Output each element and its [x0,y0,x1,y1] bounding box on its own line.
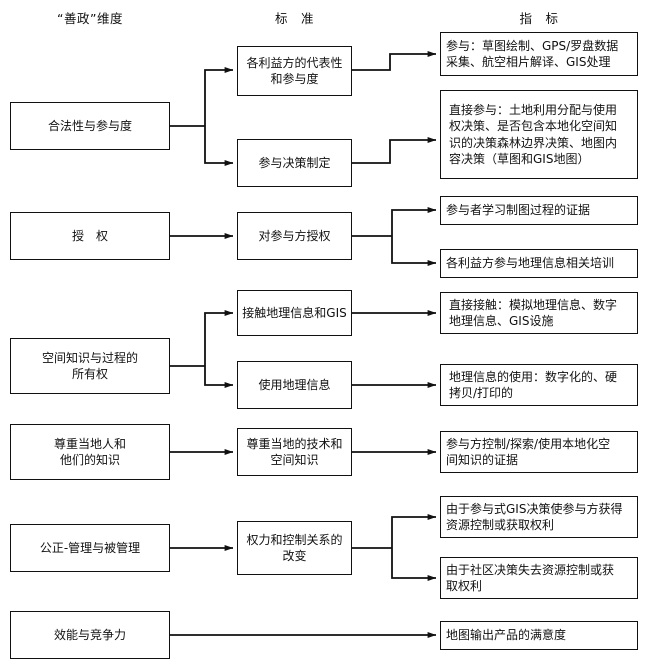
criteria-label-decision: 参与决策制定 [258,155,331,170]
criteria-label-power-change: 权力和控制关系的改变 [246,532,343,563]
indicator-label-participation: 参与：草图绘制、GPS/罗盘数据采集、航空相片解译、GIS处理 [446,38,619,69]
indicator-box-participation[interactable]: 参与：草图绘制、GPS/罗盘数据采集、航空相片解译、GIS处理 [440,32,638,76]
indicator-box-map-satisfy[interactable]: 地图输出产品的满意度 [440,621,638,650]
indicator-box-direct-access[interactable]: 直接接触：模拟地理信息、数字地理信息、GIS设施 [440,292,638,334]
indicator-label-direct-access: 直接接触：模拟地理信息、数字地理信息、GIS设施 [449,297,618,328]
dimension-box-legitimacy[interactable]: 合法性与参与度 [10,102,170,150]
wire-empower-to-training [391,236,437,267]
indicator-label-lose-resource: 由于社区决策失去资源控制或获取权利 [446,562,615,593]
dimension-label-equity: 公正-管理与被管理 [39,540,141,555]
dimension-box-respect[interactable]: 尊重当地人和他们的知识 [10,424,170,480]
criteria-box-representation[interactable]: 各利益方的代表性和参与度 [237,46,352,96]
wire-legitimacy-to-decision [204,126,234,167]
indicator-box-direct-part[interactable]: 直接参与：土地利用分配与使用权决策、是否包含本地化空间知识的决策森林边界决策、地… [440,90,638,179]
indicator-label-gi-use: 地理信息的使用：数字化的、硬拷贝/打印的 [449,369,618,400]
indicator-label-map-satisfy: 地图输出产品的满意度 [446,628,567,643]
wire-empower-to-learning [391,207,437,236]
indicator-box-gain-resource[interactable]: 由于参与式GIS决策使参与方获得资源控制或获取权利 [440,496,638,538]
dimension-label-respect: 尊重当地人和他们的知识 [53,436,126,467]
indicator-box-training[interactable]: 各利益方参与地理信息相关培训 [440,249,638,278]
dimension-label-empowerment: 授 权 [71,228,108,243]
criteria-box-power-change[interactable]: 权力和控制关系的改变 [237,521,352,575]
wire-representation-to-participation [352,51,437,71]
indicator-box-learning[interactable]: 参与者学习制图过程的证据 [440,196,638,225]
dimension-label-efficiency: 效能与竞争力 [53,627,126,642]
indicator-label-learning: 参与者学习制图过程的证据 [446,203,591,218]
indicator-label-gain-resource: 由于参与式GIS决策使参与方获得资源控制或获取权利 [446,501,623,532]
criteria-box-local-tech[interactable]: 尊重当地的技术和空间知识 [237,428,352,476]
wire-decision-to-direct-part [352,137,437,164]
criteria-box-access-gi[interactable]: 接触地理信息和GIS [237,290,352,336]
criteria-label-use-gi: 使用地理信息 [258,377,331,392]
criteria-box-use-gi[interactable]: 使用地理信息 [237,361,352,409]
indicator-label-local-control: 参与方控制/探索/使用本地化空间知识的证据 [446,436,611,467]
criteria-label-empower-party: 对参与方授权 [258,228,331,243]
criteria-label-access-gi: 接触地理信息和GIS [242,305,347,320]
column-header-indicator: 指 标 [519,11,559,26]
column-header-dimension: “善政”维度 [57,11,123,26]
dimension-label-ownership: 空间知识与过程的所有权 [41,350,138,381]
wire-ownership-to-use [204,366,234,389]
indicator-label-training: 各利益方参与地理信息相关培训 [446,256,615,271]
criteria-box-empower-party[interactable]: 对参与方授权 [237,212,352,260]
wire-power-to-gain [391,514,437,548]
dimension-label-legitimacy: 合法性与参与度 [47,118,132,133]
indicator-box-lose-resource[interactable]: 由于社区决策失去资源控制或获取权利 [440,557,638,599]
criteria-box-decision[interactable]: 参与决策制定 [237,139,352,187]
dimension-box-equity[interactable]: 公正-管理与被管理 [10,524,170,572]
dimension-box-ownership[interactable]: 空间知识与过程的所有权 [10,338,170,394]
wire-power-to-lose [391,548,437,582]
wire-ownership-to-access [204,310,234,366]
column-header-criteria: 标 准 [274,11,314,26]
indicator-box-gi-use[interactable]: 地理信息的使用：数字化的、硬拷贝/打印的 [440,364,638,406]
dimension-box-efficiency[interactable]: 效能与竞争力 [10,611,170,659]
indicator-label-direct-part: 直接参与：土地利用分配与使用权决策、是否包含本地化空间知识的决策森林边界决策、地… [449,103,618,166]
criteria-label-representation: 各利益方的代表性和参与度 [246,55,343,86]
dimension-box-empowerment[interactable]: 授 权 [10,212,170,260]
criteria-label-local-tech: 尊重当地的技术和空间知识 [246,436,343,467]
indicator-box-local-control[interactable]: 参与方控制/探索/使用本地化空间知识的证据 [440,431,638,473]
wire-legitimacy-to-representation [204,67,234,126]
